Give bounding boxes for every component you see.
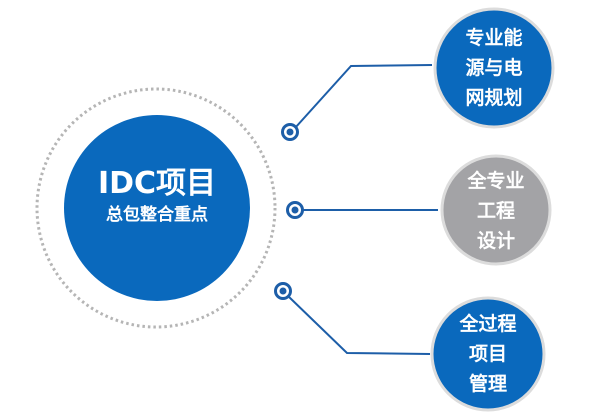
connector-line-3 — [287, 295, 431, 355]
node-marker-3 — [274, 282, 292, 300]
center-title: IDC项目 — [97, 166, 217, 201]
item-circle-1 — [433, 7, 555, 129]
item-label-2: 全专业 工程 设计 — [467, 170, 525, 252]
node-marker-1 — [281, 123, 299, 141]
center-circle — [64, 115, 250, 301]
connector-line-1 — [294, 64, 433, 129]
node-marker-2 — [286, 201, 304, 219]
item-circle-3 — [430, 296, 546, 412]
item-label-1: 专业能 源与电 网规划 — [465, 27, 523, 109]
dotted-ring — [35, 87, 277, 329]
center-subtitle: 总包整合重点 — [106, 205, 208, 225]
item-label-3: 全过程 项目 管理 — [459, 313, 517, 395]
item-circle-2 — [440, 154, 552, 266]
